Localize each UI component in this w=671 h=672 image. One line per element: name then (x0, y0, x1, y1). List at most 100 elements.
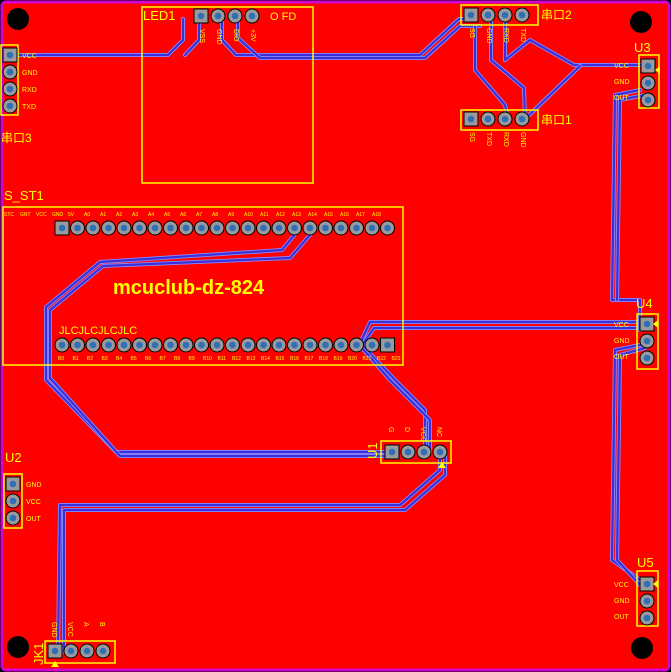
pin-label: A17 (356, 212, 365, 218)
pin-label: GNT (20, 212, 31, 218)
sst1-bottom-drill (368, 341, 376, 349)
pin-label: B17 (305, 356, 314, 362)
u2-drill (9, 480, 17, 488)
trace (360, 326, 640, 347)
trace (236, 17, 482, 60)
sst1-bottom-drill (322, 341, 329, 349)
sst1-top-drill (368, 224, 376, 232)
pin-label: RXD (22, 87, 37, 94)
pin1-marker (653, 320, 658, 328)
board-name: mcuclub-dz-824 (113, 277, 265, 299)
sst1-top-drill (306, 224, 314, 232)
pin-label: GND (52, 212, 64, 218)
pin-label: RXD (502, 132, 509, 147)
sst1-top-drill (136, 224, 143, 232)
jk1-drill (51, 647, 59, 655)
pin-label: B5 (131, 356, 137, 362)
pin-label: A14 (308, 212, 317, 218)
pin-label: A13 (292, 212, 301, 218)
trace (356, 320, 640, 350)
u1-outline (380, 440, 452, 464)
port1-drill (467, 115, 475, 123)
pin-label: A16 (340, 212, 349, 218)
u3-drill (644, 96, 652, 104)
pin-label: A12 (276, 212, 285, 218)
port1-ref: 串口1 (541, 113, 572, 127)
pin-label: 5V (68, 212, 75, 218)
mounting-hole (631, 637, 653, 659)
trace (56, 450, 442, 652)
mounting-hole (7, 636, 29, 658)
trace (615, 346, 647, 588)
pin-label: A18 (372, 212, 381, 218)
u1-drill (404, 448, 412, 456)
trace (360, 343, 427, 452)
pin-label: A10 (244, 212, 253, 218)
pin-label: TXD (22, 104, 36, 111)
trace (16, 17, 185, 57)
pin1-marker (655, 66, 660, 74)
pin-label: B21 (363, 356, 372, 362)
trace (489, 13, 527, 121)
pin-label: A15 (324, 212, 333, 218)
sst1-bottom-drill (105, 341, 112, 349)
sst1-top-drill (182, 224, 190, 232)
pin-label: B4 (116, 356, 122, 362)
trace (183, 17, 201, 57)
pin-label: A1 (100, 212, 106, 218)
sst1-top-drill (291, 224, 298, 232)
trace (615, 93, 647, 302)
traces (16, 13, 648, 654)
u2-drill (9, 497, 17, 505)
pin-label: A0 (84, 212, 90, 218)
sst1-top-drill (167, 224, 174, 232)
sst1-top-drill (105, 224, 112, 232)
pin-label: GND (215, 29, 222, 45)
pin-label: VCC (614, 63, 629, 70)
sst1-top-drill (353, 224, 360, 232)
sst1-bottom-drill (151, 341, 159, 349)
pin-label: B0 (58, 356, 64, 362)
sst1-top-drill (120, 224, 128, 232)
pin-label: B19 (334, 356, 343, 362)
sst1-top-drill (58, 224, 66, 232)
sst1-outline (2, 206, 404, 366)
u1-drill (388, 448, 396, 456)
sst1-top-drill (229, 224, 236, 232)
pin1-marker (51, 661, 59, 667)
sst1-bottom-drill (291, 341, 298, 349)
sst1-bottom-drill (167, 341, 174, 349)
sst1-bottom-drill (229, 341, 236, 349)
sst1-bottom-drill (136, 341, 143, 349)
pin-label: OUT (614, 95, 630, 102)
pin-label: A3 (132, 212, 138, 218)
port3-outline (0, 44, 19, 116)
sst1-bottom-drill (58, 341, 66, 349)
pin-label: A6 (180, 212, 186, 218)
pads (2, 7, 656, 659)
u1-drill (420, 448, 428, 456)
u2-ref: U2 (5, 450, 22, 465)
sst1-bottom-drill (89, 341, 97, 349)
pin-label: OUT (614, 354, 630, 361)
sst1-bottom-drill (337, 341, 345, 349)
led1-drill (197, 12, 205, 20)
sst1-bottom-drill (244, 341, 252, 349)
silk-texts: LED1 O FD S_ST1 mcuclub-dz-824 JLCJLCJLC… (1, 8, 654, 665)
pin-label: GND (50, 622, 57, 638)
u1-ref: U1 (365, 442, 380, 459)
led1-drill (248, 12, 256, 20)
pin-label: G (387, 427, 394, 432)
pin-label: VSS (198, 29, 205, 43)
sst1-bottom-drill (213, 341, 221, 349)
pin-label: B20 (348, 356, 357, 362)
pin-label: B23 (392, 356, 401, 362)
pin-label: RXD (502, 28, 509, 43)
u5-drill (643, 597, 651, 605)
led1-mark: O FD (270, 11, 296, 23)
pin1-marker (438, 462, 446, 468)
pin-label: A8 (212, 212, 218, 218)
pin-label: B18 (319, 356, 328, 362)
jk1-drill (67, 647, 75, 655)
port1-drill (518, 115, 526, 123)
